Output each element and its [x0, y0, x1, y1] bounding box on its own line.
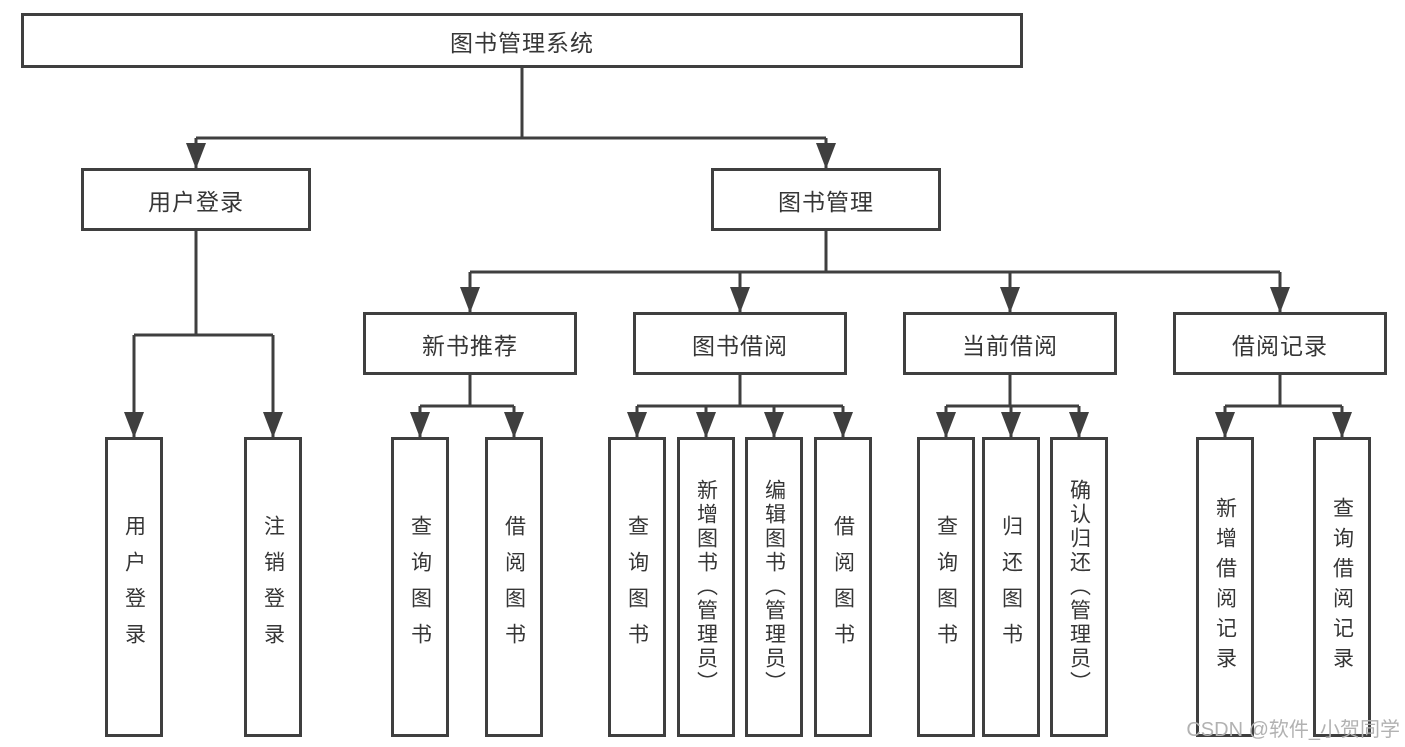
node-borrow-record-label: 借阅记录: [1232, 332, 1328, 359]
node-root: 图书管理系统: [21, 13, 1023, 68]
node-current-borrow-label: 当前借阅: [962, 332, 1058, 359]
leaf-cb-confirm-return-admin: 确认归还（管理员）: [1050, 437, 1108, 737]
node-book-borrow-label: 图书借阅: [692, 332, 788, 359]
node-user-login-label: 用户登录: [148, 188, 244, 215]
leaf-bb-edit-book-admin: 编辑图书（管理员）: [745, 437, 803, 737]
leaf-bb-add-book-admin-label: 新增图书（管理员）: [694, 479, 718, 695]
leaf-user-login: 用户登录: [105, 437, 163, 737]
leaf-rec-query-book: 查询图书: [391, 437, 449, 737]
leaf-br-query-record-label: 查询借阅记录: [1330, 497, 1354, 677]
node-new-book-recommend-label: 新书推荐: [422, 332, 518, 359]
node-borrow-record: 借阅记录: [1173, 312, 1387, 375]
leaf-cb-query-book: 查询图书: [917, 437, 975, 737]
node-root-label: 图书管理系统: [450, 29, 594, 56]
leaf-br-query-record: 查询借阅记录: [1313, 437, 1371, 737]
leaf-bb-borrow-book-label: 借阅图书: [831, 515, 855, 659]
node-book-borrow: 图书借阅: [633, 312, 847, 375]
watermark: CSDN @软件_小贺同学: [1186, 719, 1400, 741]
leaf-rec-borrow-book: 借阅图书: [485, 437, 543, 737]
node-book-management: 图书管理: [711, 168, 941, 231]
leaf-br-add-record: 新增借阅记录: [1196, 437, 1254, 737]
leaf-br-add-record-label: 新增借阅记录: [1213, 497, 1237, 677]
node-user-login: 用户登录: [81, 168, 311, 231]
leaf-rec-query-book-label: 查询图书: [408, 515, 432, 659]
leaf-logout: 注销登录: [244, 437, 302, 737]
leaf-cb-return-book: 归还图书: [982, 437, 1040, 737]
leaf-rec-borrow-book-label: 借阅图书: [502, 515, 526, 659]
leaf-user-login-label: 用户登录: [122, 515, 146, 659]
leaf-bb-edit-book-admin-label: 编辑图书（管理员）: [762, 479, 786, 695]
leaf-cb-confirm-return-admin-label: 确认归还（管理员）: [1067, 479, 1091, 695]
leaf-bb-add-book-admin: 新增图书（管理员）: [677, 437, 735, 737]
leaf-bb-query-book: 查询图书: [608, 437, 666, 737]
leaf-logout-label: 注销登录: [261, 515, 285, 659]
node-new-book-recommend: 新书推荐: [363, 312, 577, 375]
leaf-cb-return-book-label: 归还图书: [999, 515, 1023, 659]
leaf-cb-query-book-label: 查询图书: [934, 515, 958, 659]
node-book-management-label: 图书管理: [778, 188, 874, 215]
leaf-bb-borrow-book: 借阅图书: [814, 437, 872, 737]
leaf-bb-query-book-label: 查询图书: [625, 515, 649, 659]
node-current-borrow: 当前借阅: [903, 312, 1117, 375]
